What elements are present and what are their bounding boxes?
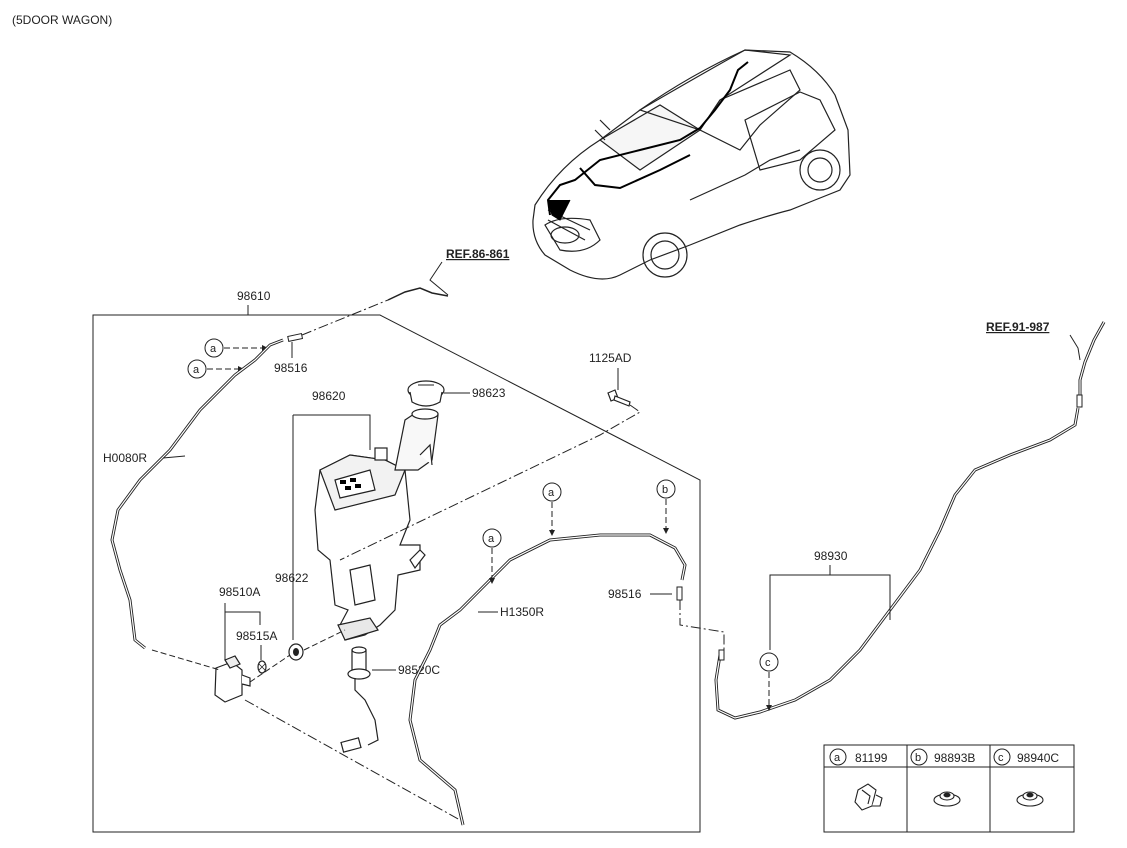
label-98510a: 98510A bbox=[219, 585, 260, 599]
label-98515a: 98515A bbox=[236, 629, 277, 643]
hose-h1350r bbox=[408, 533, 687, 826]
callout-b-1-letter: b bbox=[662, 484, 668, 496]
grommet-98893b-icon bbox=[933, 791, 961, 807]
clip-81199-icon bbox=[854, 783, 883, 811]
label-98610: 98610 bbox=[237, 289, 271, 303]
diagram-header: (5DOOR WAGON) bbox=[12, 13, 112, 27]
ref-91-hose bbox=[1078, 321, 1106, 395]
reservoir-markings bbox=[340, 478, 361, 490]
reservoir-98620 bbox=[314, 408, 439, 641]
connector-98516-right bbox=[676, 586, 683, 601]
callout-a-2-letter: a bbox=[193, 364, 200, 376]
callout-a-2 bbox=[187, 359, 207, 379]
label-h0080r: H0080R bbox=[103, 451, 147, 465]
label-98930: 98930 bbox=[814, 549, 848, 563]
callout-b-1 bbox=[656, 479, 676, 499]
car-hose-branch bbox=[579, 154, 691, 190]
label-1125ad: 1125AD bbox=[589, 351, 632, 365]
callout-a-1 bbox=[204, 338, 224, 358]
label-98623: 98623 bbox=[472, 386, 506, 400]
callout-c-1-letter: c bbox=[765, 657, 771, 669]
callout-a-3-letter: a bbox=[488, 533, 495, 545]
legend-c-part: 98940C bbox=[1017, 751, 1059, 765]
legend-b-part: 98893B bbox=[934, 751, 975, 765]
sensor-98520c bbox=[340, 646, 379, 753]
hose-98930 bbox=[714, 407, 1080, 720]
legend-a-part: 81199 bbox=[855, 751, 888, 765]
label-98622: 98622 bbox=[275, 571, 309, 585]
car-hose-route bbox=[546, 61, 749, 216]
hose-h0080r bbox=[110, 338, 284, 650]
connector-98516-top bbox=[287, 332, 304, 342]
callout-a-3 bbox=[482, 528, 502, 548]
legend-c-circle bbox=[993, 748, 1011, 766]
legend-b-letter: b bbox=[915, 752, 921, 764]
legend-a-circle bbox=[829, 748, 847, 766]
callout-c-1 bbox=[759, 652, 779, 672]
car-illustration bbox=[532, 49, 851, 280]
legend-a-letter: a bbox=[834, 752, 841, 764]
legend-b-circle bbox=[910, 748, 928, 766]
bolt-1125ad bbox=[607, 389, 631, 407]
pump-98510a bbox=[214, 655, 251, 703]
ref-86-leader bbox=[429, 261, 449, 296]
ref-91-987-label: REF.91-987 bbox=[986, 320, 1050, 334]
label-98516-top: 98516 bbox=[274, 361, 308, 375]
ref-86-hose bbox=[387, 287, 449, 301]
legend-table: a 81199 b 98893B c 98940C bbox=[823, 744, 1075, 833]
callout-a-4 bbox=[542, 482, 562, 502]
callout-a-4-letter: a bbox=[548, 487, 555, 499]
legend-c-letter: c bbox=[998, 752, 1004, 764]
label-98620: 98620 bbox=[312, 389, 346, 403]
car-reservoir-mark bbox=[547, 199, 571, 221]
ref-86-861-label: REF.86-861 bbox=[446, 247, 510, 261]
assembly-frame-98610 bbox=[92, 314, 701, 833]
callout-a-1-letter: a bbox=[210, 343, 217, 355]
grommet-98940c-icon bbox=[1016, 791, 1044, 807]
label-h1350r: H1350R bbox=[500, 605, 544, 619]
label-98516-right: 98516 bbox=[608, 587, 642, 601]
